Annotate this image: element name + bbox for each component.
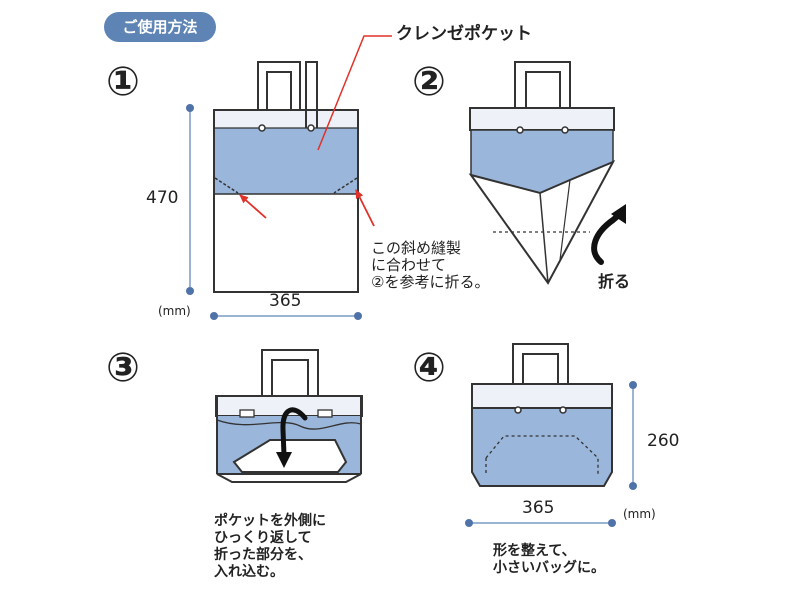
step4-note-line1: 形を整えて、	[493, 543, 576, 559]
step1-bag	[213, 61, 359, 293]
seam-pointer-arrow	[239, 194, 267, 219]
rivet-icon	[258, 124, 266, 132]
bag-handle-icon	[305, 61, 318, 128]
width-dimension-label: 365	[269, 291, 302, 311]
fold-label: 折る	[598, 272, 631, 291]
bag-handle-icon	[257, 61, 301, 114]
step-number-4: ④	[412, 345, 446, 391]
step3-note-line3: 折った部分を、	[214, 547, 312, 563]
rivet-icon	[559, 406, 567, 414]
height-dimension	[186, 104, 194, 295]
unit-label: (mm)	[623, 507, 656, 521]
fold-up-arrow-icon	[591, 204, 626, 265]
unit-label: (mm)	[158, 304, 191, 318]
rivet-icon	[514, 406, 522, 414]
step2-bag	[468, 61, 616, 285]
tab-icon	[239, 409, 255, 418]
step3-note-line4: 入れ込む。	[214, 564, 284, 580]
width-dimension	[210, 312, 362, 320]
usage-title-badge: ご使用方法	[104, 12, 216, 42]
tuck-in-arrow-icon	[276, 407, 308, 468]
pocket-area	[471, 407, 613, 487]
pocket-area	[215, 128, 357, 194]
width-dimension-label: 365	[522, 498, 555, 518]
rivet-icon	[516, 126, 524, 134]
step3-note-line2: ひっくり返して	[214, 530, 312, 546]
height-dimension	[629, 381, 637, 490]
step4-bag	[471, 343, 613, 487]
step-number-3: ③	[106, 345, 140, 391]
rivet-icon	[307, 124, 315, 132]
height-dimension-label: 470	[146, 188, 179, 208]
width-dimension	[465, 519, 616, 527]
height-dimension-label: 260	[647, 431, 680, 451]
diagonal-seam	[214, 177, 239, 194]
step3-note-line1: ポケットを外側に	[214, 513, 326, 529]
step3-bag	[215, 349, 363, 483]
step1-note-line2: に合わせて	[371, 256, 447, 274]
diagonal-seam	[333, 177, 358, 194]
pocket-callout-label: クレンゼポケット	[396, 24, 532, 44]
step-number-1: ①	[106, 59, 140, 105]
step1-note-line1: この斜め縫製	[371, 239, 462, 257]
tucked-outline	[485, 435, 599, 474]
tab-icon	[317, 409, 333, 418]
step1-note-line3: ②を参考に折る。	[371, 273, 490, 291]
seam-pointer-arrow	[355, 189, 375, 227]
step-number-2: ②	[412, 59, 446, 105]
pocket-callout-line	[317, 35, 392, 151]
step4-note-line2: 小さいバッグに。	[493, 560, 605, 576]
rivet-icon	[561, 126, 569, 134]
